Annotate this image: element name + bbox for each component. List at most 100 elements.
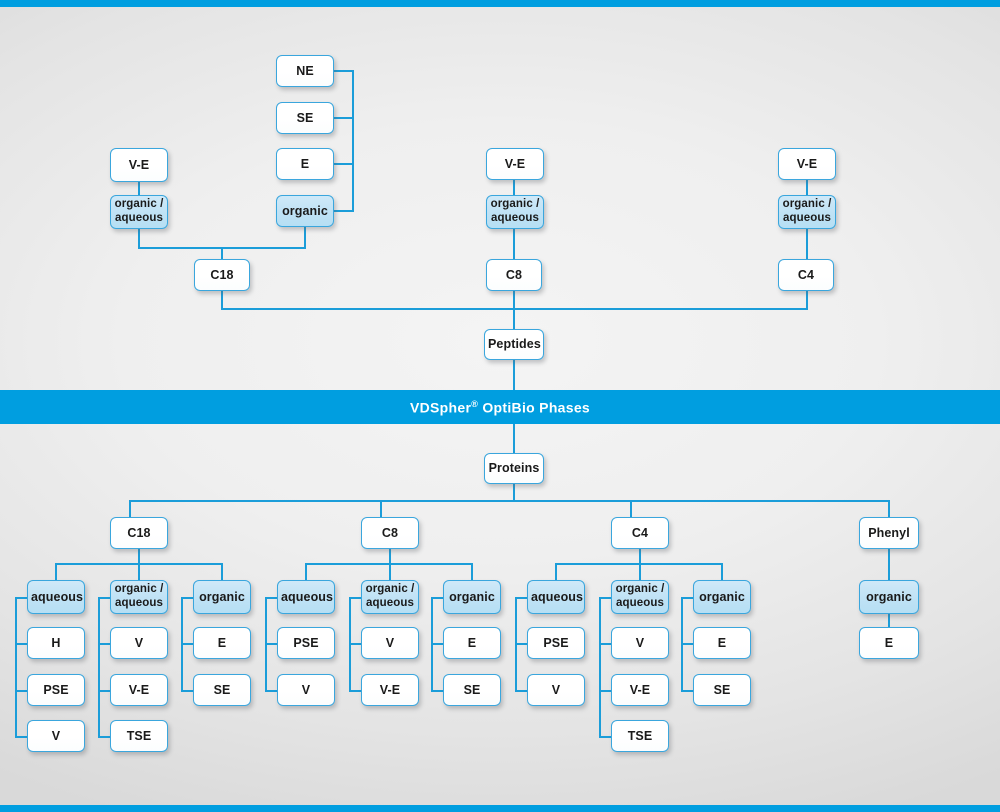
proteins-c4-aqueous-child-pse[interactable]: PSE (527, 627, 585, 659)
proteins-c4-aqueous-box[interactable]: aqueous (527, 580, 585, 614)
box-label: organic / aqueous (114, 583, 164, 610)
connector-se-stub (334, 117, 354, 119)
connector-c18-bus-to-box (221, 247, 223, 260)
box-label: V (635, 635, 645, 650)
proteins-c4-organic-child-se[interactable]: SE (693, 674, 751, 706)
proteins-c8-aqueous-box[interactable]: aqueous (277, 580, 335, 614)
proteins-c8-organic-child-se[interactable]: SE (443, 674, 501, 706)
connector-bus-to-peptides (513, 308, 515, 329)
proteins-c18-oa-child-ve[interactable]: V-E (110, 674, 168, 706)
box-label: E (217, 635, 227, 650)
proteins-c18-phase-box[interactable]: C18 (110, 517, 168, 549)
connector-c18-to-bus (221, 291, 223, 309)
box-label-line2: aqueous (616, 597, 664, 609)
stub-c8-aqueous-head (265, 597, 279, 599)
box-label: Peptides (488, 337, 541, 352)
connector-c8-to-oa (389, 563, 391, 580)
box-label: organic (282, 203, 328, 218)
proteins-c8-aqueous-child-pse[interactable]: PSE (277, 627, 335, 659)
peptides-c4-organic-aqueous-box[interactable]: organic / aqueous (778, 195, 836, 229)
connector-phenyl-organic-to-e (888, 614, 890, 628)
proteins-c8-phase-box[interactable]: C8 (361, 517, 419, 549)
proteins-c18-oa-child-v[interactable]: V (110, 627, 168, 659)
proteins-c8-aqueous-child-v[interactable]: V (277, 674, 335, 706)
stub-c4-organic-head (681, 597, 695, 599)
proteins-c4-oa-child-tse[interactable]: TSE (611, 720, 669, 752)
box-label: V-E (379, 682, 401, 697)
proteins-root-box[interactable]: Proteins (484, 453, 544, 484)
peptides-root-box[interactable]: Peptides (484, 329, 544, 360)
box-label-line1: organic / (114, 198, 164, 211)
peptides-c4-ve-box[interactable]: V-E (778, 148, 836, 180)
peptides-c4-phase-box[interactable]: C4 (778, 259, 834, 291)
box-label: C18 (127, 525, 151, 540)
proteins-c4-phase-box[interactable]: C4 (611, 517, 669, 549)
box-label: V-E (128, 157, 150, 172)
stub-c8-oa-head (349, 597, 363, 599)
box-label: organic / aqueous (615, 583, 665, 610)
stub-c18-aqueous-3 (15, 736, 29, 738)
connector-c18-to-aqueous (55, 563, 57, 580)
proteins-c4-oa-child-v[interactable]: V (611, 627, 669, 659)
box-label: E (467, 635, 477, 650)
box-label: C8 (381, 525, 399, 540)
banner-title-rest: OptiBio Phases (478, 399, 591, 416)
proteins-c18-organic-box[interactable]: organic (193, 580, 251, 614)
peptides-c18-ne-box[interactable]: NE (276, 55, 334, 87)
stub-c8-aqueous-1 (265, 643, 279, 645)
box-label: organic / aqueous (782, 198, 832, 225)
product-banner: VDSpher® OptiBio Phases (0, 390, 1000, 424)
stub-c18-organic-1 (181, 643, 195, 645)
box-label: SE (713, 682, 731, 697)
proteins-c4-aqueous-child-v[interactable]: V (527, 674, 585, 706)
peptides-c18-se-box[interactable]: SE (276, 102, 334, 134)
box-label: C18 (210, 267, 234, 282)
stub-c4-aqueous-head (515, 597, 529, 599)
proteins-c18-organic-child-se[interactable]: SE (193, 674, 251, 706)
proteins-c18-organic-child-e[interactable]: E (193, 627, 251, 659)
box-label: TSE (627, 728, 653, 743)
stub-c18-oa-head (98, 597, 112, 599)
connector-bus-to-c18 (129, 500, 131, 517)
peptides-c18-organic-aqueous-box[interactable]: organic / aqueous (110, 195, 168, 229)
connector-c4-phase-down (639, 549, 641, 564)
proteins-c4-oa-child-ve[interactable]: V-E (611, 674, 669, 706)
proteins-c8-organic-box[interactable]: organic (443, 580, 501, 614)
connector-bus-to-phenyl (888, 500, 890, 517)
proteins-c8-organic-child-e[interactable]: E (443, 627, 501, 659)
proteins-c8-organic-aqueous-box[interactable]: organic / aqueous (361, 580, 419, 614)
proteins-phenyl-organic-box[interactable]: organic (859, 580, 919, 614)
proteins-c8-oa-child-v[interactable]: V (361, 627, 419, 659)
proteins-c18-aqueous-child-h[interactable]: H (27, 627, 85, 659)
proteins-c8-oa-child-ve[interactable]: V-E (361, 674, 419, 706)
connector-c18oa-down (138, 229, 140, 248)
peptides-c18-ve-box[interactable]: V-E (110, 148, 168, 182)
stub-c8-oa-2 (349, 690, 363, 692)
peptides-c8-phase-box[interactable]: C8 (486, 259, 542, 291)
box-label: SE (213, 682, 231, 697)
proteins-phenyl-organic-child-e[interactable]: E (859, 627, 919, 659)
proteins-c4-organic-box[interactable]: organic (693, 580, 751, 614)
connector-proteins-to-bus (513, 484, 515, 501)
proteins-c4-organic-aqueous-box[interactable]: organic / aqueous (611, 580, 669, 614)
box-label: PSE (543, 635, 569, 650)
spine-c18-aqueous (15, 597, 17, 737)
proteins-c4-organic-child-e[interactable]: E (693, 627, 751, 659)
peptides-c8-ve-box[interactable]: V-E (486, 148, 544, 180)
peptides-c8-organic-aqueous-box[interactable]: organic / aqueous (486, 195, 544, 229)
proteins-c18-aqueous-child-pse[interactable]: PSE (27, 674, 85, 706)
box-label: V (51, 728, 61, 743)
box-label: organic (199, 589, 245, 604)
proteins-phenyl-phase-box[interactable]: Phenyl (859, 517, 919, 549)
connector-ne-stub (334, 70, 354, 72)
peptides-c18-e-box[interactable]: E (276, 148, 334, 180)
box-label: C4 (631, 525, 649, 540)
proteins-c18-oa-child-tse[interactable]: TSE (110, 720, 168, 752)
box-label: PSE (43, 682, 69, 697)
proteins-c18-organic-aqueous-box[interactable]: organic / aqueous (110, 580, 168, 614)
peptides-c18-phase-box[interactable]: C18 (194, 259, 250, 291)
top-accent-bar (0, 0, 1000, 7)
peptides-c18-organic-box[interactable]: organic (276, 195, 334, 227)
proteins-c18-aqueous-child-v[interactable]: V (27, 720, 85, 752)
proteins-c18-aqueous-box[interactable]: aqueous (27, 580, 85, 614)
